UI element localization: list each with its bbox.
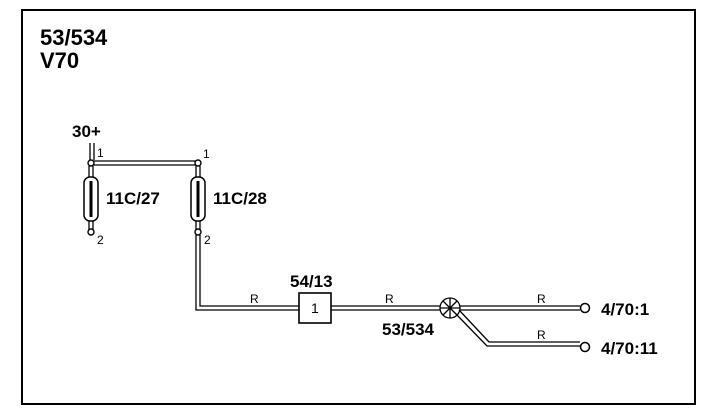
connector-box-label: 54/13	[290, 272, 333, 291]
fuse-right-pin-bottom: 2	[204, 233, 211, 247]
endpoint-label-1: 4/70:1	[601, 300, 649, 319]
fuse-right-label: 11C/28	[213, 189, 267, 208]
fuse-right-pin-top: 1	[203, 147, 210, 161]
connector-box	[298, 292, 332, 324]
endpoint-label-2: 4/70:11	[601, 339, 658, 358]
fuse-right-terminal-top	[194, 159, 202, 167]
connector-box-value: 1	[311, 300, 319, 316]
splice-node	[439, 297, 461, 319]
wire-color-label-3: R	[537, 292, 546, 306]
wire-splice-to-endpoint-2	[455, 309, 580, 347]
diagram-subtitle: V70	[40, 48, 79, 73]
fuse-left-terminal-bottom	[87, 228, 95, 236]
fuse-left-terminal-top	[87, 159, 95, 167]
fuse-left-pin-bottom: 2	[97, 233, 104, 247]
splice-label: 53/534	[382, 320, 435, 339]
wire-color-label-1: R	[250, 292, 259, 306]
fuse-left	[83, 159, 99, 236]
wire-fuse-to-connector	[195, 235, 299, 311]
endpoint-terminal-1	[579, 302, 591, 314]
fuse-left-pin-top: 1	[97, 146, 104, 160]
bridge-wire	[93, 160, 198, 166]
fuse-left-label: 11C/27	[106, 189, 160, 208]
wire-splice-to-endpoint-1	[460, 305, 580, 311]
wire-connector-to-splice	[331, 305, 440, 311]
wire-color-label-4: R	[537, 328, 546, 342]
diagram-frame	[21, 9, 696, 405]
fuse-right	[190, 159, 206, 236]
supply-label: 30+	[72, 122, 101, 141]
diagram-title: 53/534	[40, 25, 108, 50]
wire-color-label-2: R	[385, 292, 394, 306]
supply-wire	[89, 143, 95, 160]
fuse-right-terminal-bottom	[194, 228, 202, 236]
endpoint-terminal-2	[579, 341, 591, 353]
